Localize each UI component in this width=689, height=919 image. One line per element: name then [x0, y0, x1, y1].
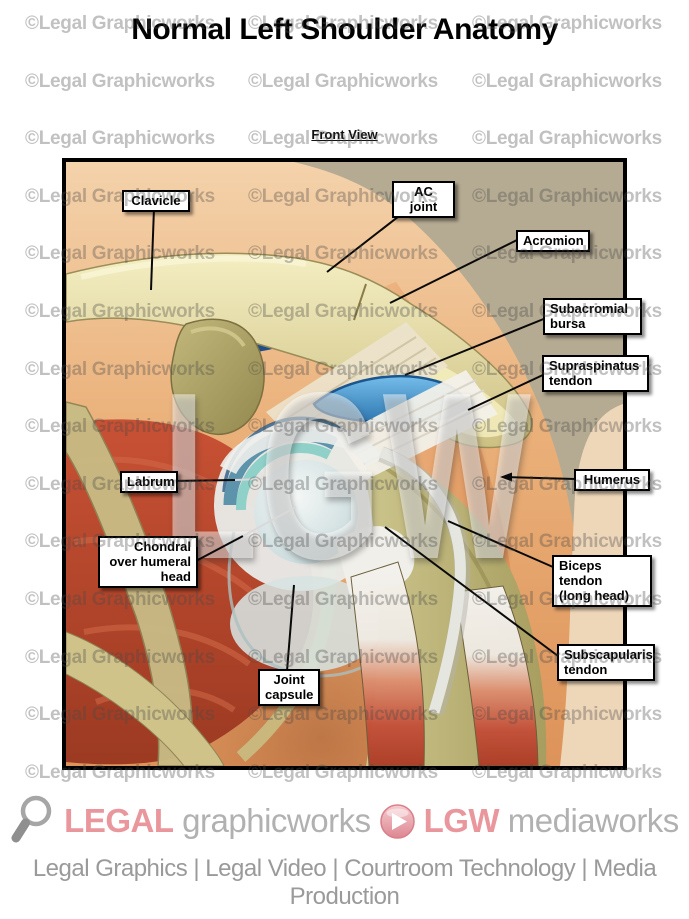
label-supraspinatus-tendon: Supraspinatus tendon: [542, 355, 649, 392]
label-labrum: Labrum: [120, 471, 178, 493]
footer-logo-row: LEGAL graphicworks LGW mediaworks: [0, 795, 689, 847]
label-humerus: Humerus: [574, 469, 650, 491]
logo-graphicworks: graphicworks: [182, 802, 371, 839]
label-subacromial-bursa: Subacromial bursa: [543, 298, 642, 335]
watermark-tile: ©Legal Graphicworks: [472, 70, 662, 92]
view-label: Front View: [311, 127, 378, 142]
label-biceps-tendon: Biceps tendon (long head): [552, 555, 652, 607]
logo-lgw-mediaworks: LGW mediaworks: [423, 802, 680, 840]
label-acromion: Acromion: [516, 230, 590, 252]
label-joint-capsule: Joint capsule: [258, 669, 320, 706]
label-chondral: Chondral over humeral head: [98, 536, 198, 588]
footer-tagline: Legal Graphics | Legal Video | Courtroom…: [32, 855, 657, 910]
page-title: Normal Left Shoulder Anatomy: [131, 13, 558, 46]
watermark-tile: ©Legal Graphicworks: [25, 70, 215, 92]
magnifier-icon: [11, 795, 52, 843]
logo-legal-graphicworks: LEGAL graphicworks: [64, 802, 371, 840]
label-clavicle: Clavicle: [122, 190, 190, 212]
logo-mediaworks: mediaworks: [507, 802, 680, 839]
logo-legal-bold: LEGAL: [64, 802, 174, 839]
play-icon: [379, 803, 415, 839]
label-ac-joint: AC joint: [392, 181, 455, 218]
anatomy-artwork: [66, 162, 623, 766]
watermark-tile: ©Legal Graphicworks: [248, 70, 438, 92]
label-subscapularis-tendon: Subscapularis tendon: [557, 644, 655, 681]
logo-lgw-bold: LGW: [423, 802, 500, 839]
